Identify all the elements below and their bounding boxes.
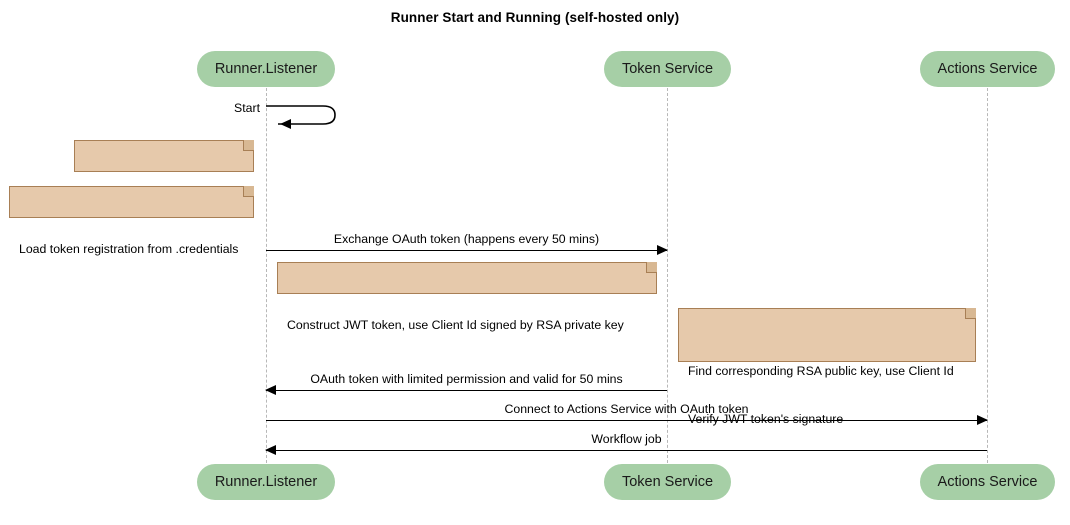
- participant-label: Actions Service: [937, 474, 1038, 490]
- message-line: [266, 450, 987, 451]
- message-label: Exchange OAuth token (happens every 50 m…: [333, 232, 600, 246]
- note-verify-jwt: Find corresponding RSA public key, use C…: [678, 308, 976, 426]
- arrow-head-right-icon: [977, 415, 988, 425]
- note-load-config: Load config info from .runner: [74, 140, 254, 210]
- message-connect-actions-service[interactable]: Connect to Actions Service with OAuth to…: [266, 402, 988, 432]
- message-start[interactable]: Start: [234, 101, 346, 133]
- participant-label: Token Service: [621, 474, 714, 490]
- participant-label: Actions Service: [937, 61, 1038, 77]
- participant-token-service-bottom[interactable]: Token Service: [604, 464, 731, 500]
- message-line: [266, 390, 667, 391]
- participant-runner-listener-bottom[interactable]: Runner.Listener: [197, 464, 335, 500]
- participant-token-service-top[interactable]: Token Service: [604, 51, 731, 87]
- message-line: [266, 250, 667, 251]
- note-fold-corner-icon: [646, 262, 657, 273]
- note-construct-jwt: Construct JWT token, use Client Id signe…: [277, 262, 657, 332]
- arrow-head-left-icon: [265, 385, 276, 395]
- participant-runner-listener-top[interactable]: Runner.Listener: [197, 51, 335, 87]
- arrow-head-left-icon: [265, 445, 276, 455]
- message-label: Workflow job: [591, 432, 662, 446]
- message-label: Start: [234, 101, 260, 115]
- arrow-head-right-icon: [657, 245, 668, 255]
- page-title: Runner Start and Running (self-hosted on…: [390, 10, 680, 25]
- participant-label: Token Service: [621, 61, 714, 77]
- message-workflow-job[interactable]: Workflow job: [265, 432, 987, 462]
- note-text-line-2: Verify JWT token's signature: [688, 412, 844, 426]
- message-label: Connect to Actions Service with OAuth to…: [504, 402, 749, 416]
- participant-label: Runner.Listener: [214, 474, 318, 490]
- note-load-token-registration: Load token registration from .credential…: [9, 186, 254, 256]
- note-text-line-1: Find corresponding RSA public key, use C…: [688, 364, 954, 378]
- note-text: Load token registration from .credential…: [19, 242, 239, 256]
- participant-label: Runner.Listener: [214, 61, 318, 77]
- lifeline-actions-service: [987, 88, 988, 463]
- message-oauth-token-return[interactable]: OAuth token with limited permission and …: [265, 372, 667, 402]
- message-label: OAuth token with limited permission and …: [310, 372, 623, 386]
- lifeline-token-service: [667, 88, 668, 463]
- note-fold-corner-icon: [243, 140, 254, 151]
- participant-actions-service-top[interactable]: Actions Service: [920, 51, 1055, 87]
- note-fold-corner-icon: [243, 186, 254, 197]
- message-exchange-oauth-token[interactable]: Exchange OAuth token (happens every 50 m…: [266, 232, 668, 262]
- lifeline-runner-listener: [266, 88, 267, 463]
- note-text: Construct JWT token, use Client Id signe…: [287, 318, 624, 332]
- note-fold-corner-icon: [965, 308, 976, 319]
- participant-actions-service-bottom[interactable]: Actions Service: [920, 464, 1055, 500]
- message-line: [266, 420, 987, 421]
- self-loop-arrow: [266, 105, 336, 129]
